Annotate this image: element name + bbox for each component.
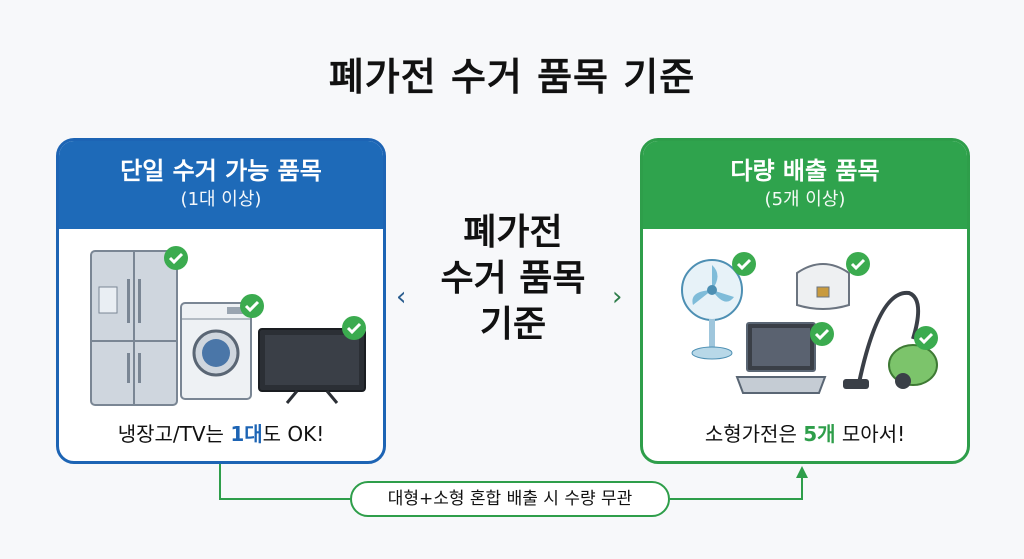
check-icon	[342, 316, 366, 340]
single-collection-card: 단일 수거 가능 품목 (1대 이상)	[56, 138, 386, 464]
chevron-left-icon: ‹	[396, 282, 407, 312]
tv-icon	[258, 328, 366, 404]
single-collection-title: 단일 수거 가능 품목	[120, 157, 322, 185]
chevron-right-icon: ›	[612, 282, 623, 312]
check-icon	[732, 252, 756, 276]
single-collection-header: 단일 수거 가능 품목 (1대 이상)	[59, 141, 383, 229]
bulk-collection-header: 다량 배출 품목 (5개 이상)	[643, 141, 967, 229]
rice-cooker-icon	[796, 263, 850, 310]
mixed-disposal-note: 대형+소형 혼합 배출 시 수량 무관	[350, 481, 670, 517]
check-icon	[810, 322, 834, 346]
check-icon	[164, 246, 188, 270]
vacuum-cleaner-icon	[843, 290, 938, 389]
single-collection-subtitle: (1대 이상)	[180, 189, 262, 210]
laptop-icon	[735, 322, 827, 394]
check-icon	[240, 294, 264, 318]
check-icon	[914, 326, 938, 350]
single-collection-caption: 냉장고/TV는 1대도 OK!	[117, 422, 325, 446]
fan-icon	[681, 259, 743, 360]
refrigerator-icon	[90, 250, 178, 406]
washing-machine-icon	[180, 302, 252, 400]
check-icon	[846, 252, 870, 276]
bulk-collection-subtitle: (5개 이상)	[764, 189, 846, 210]
center-title: 폐가전 수거 품목 기준	[440, 212, 586, 345]
bulk-collection-title: 다량 배출 품목	[730, 157, 880, 185]
page-title: 폐가전 수거 품목 기준	[328, 55, 696, 99]
bulk-collection-card: 다량 배출 품목 (5개 이상)	[640, 138, 970, 464]
bulk-collection-caption: 소형가전은 5개 모아서!	[704, 422, 906, 446]
